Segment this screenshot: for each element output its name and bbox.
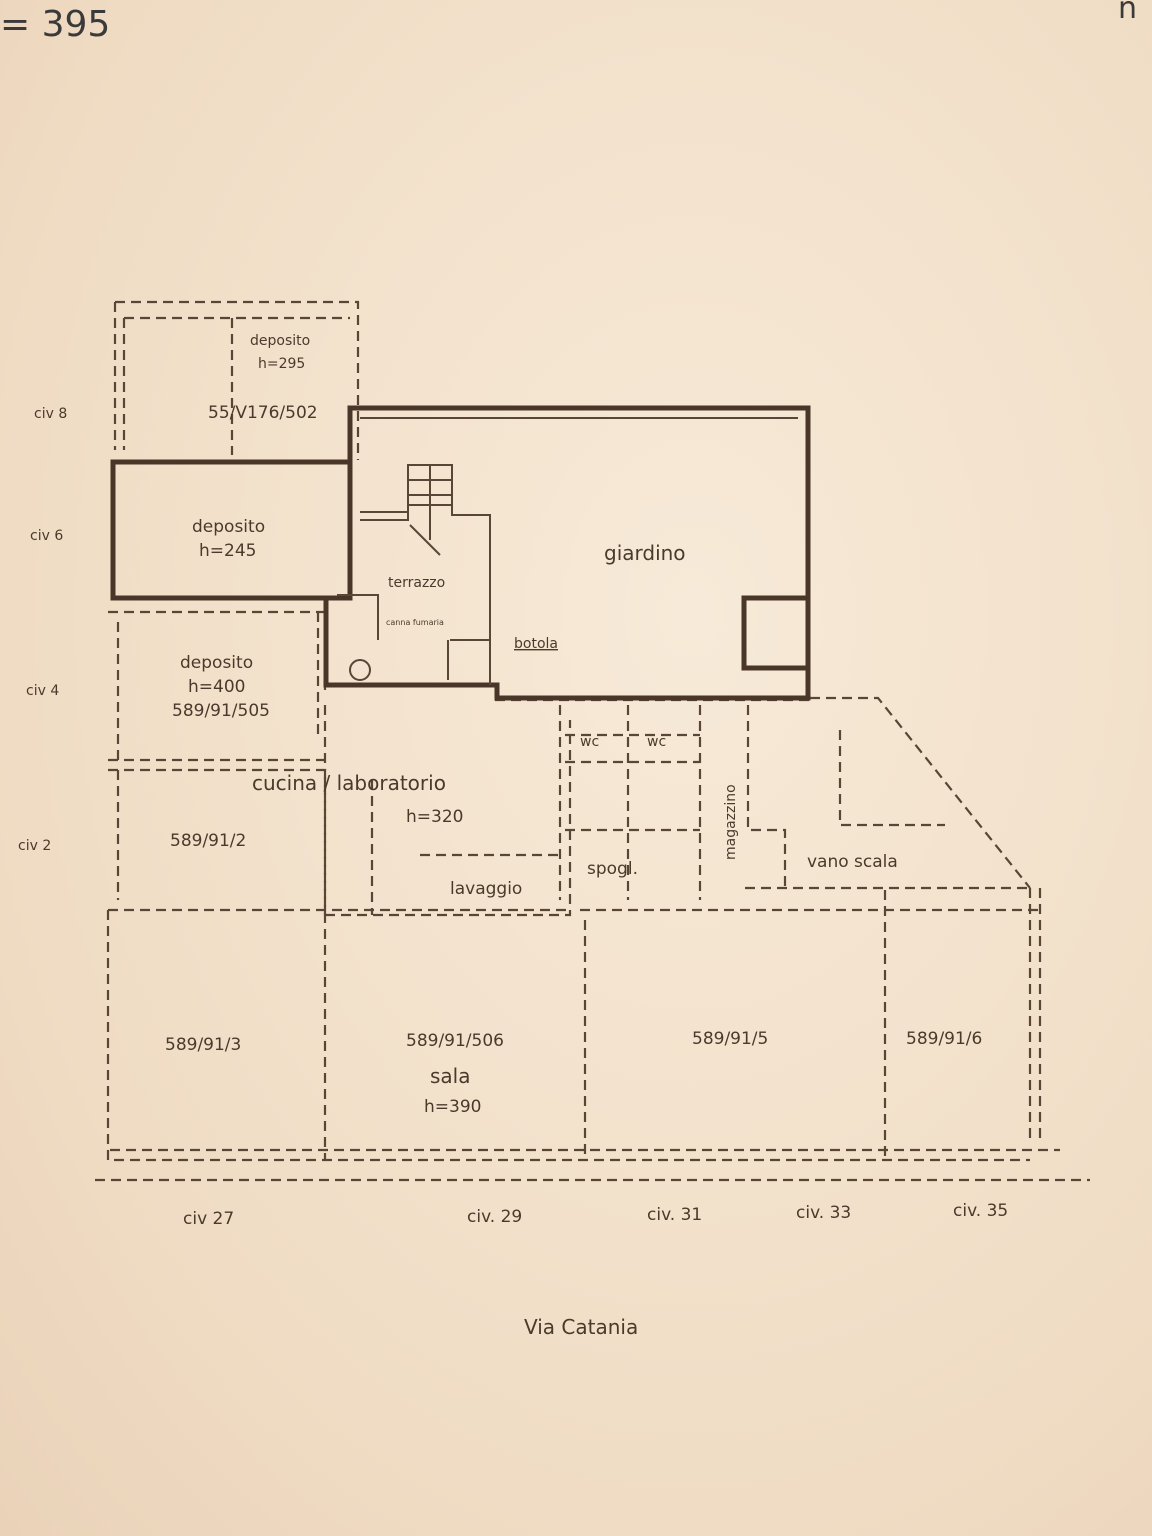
room-label: deposito	[180, 653, 253, 673]
room-label: terrazzo	[388, 575, 445, 591]
civic-number: civ 2	[18, 838, 51, 854]
room-label: wc	[647, 734, 666, 750]
parcel-number: 589/91/3	[165, 1035, 241, 1055]
room-label: cucina / laboratorio	[252, 771, 446, 795]
civic-number: civ. 35	[953, 1201, 1008, 1221]
room-height: h=400	[188, 677, 245, 697]
parcel-number: 589/91/5	[692, 1029, 768, 1049]
room-label: sala	[430, 1064, 471, 1088]
room-height: h=295	[258, 356, 305, 372]
room-label: wc	[580, 734, 599, 750]
room-label: vano scala	[807, 852, 898, 872]
room-label: botola	[514, 636, 558, 652]
dashed-outlines	[95, 300, 1090, 1182]
room-height: h=390	[424, 1097, 481, 1117]
room-label: deposito	[250, 333, 310, 349]
parcel-number: 589/91/505	[172, 701, 270, 721]
room-label: giardino	[604, 541, 686, 565]
civic-number: civ 27	[183, 1209, 234, 1229]
parcel-number: 55/V176/502	[208, 403, 318, 423]
civic-number: civ. 33	[796, 1203, 851, 1223]
room-label: canna fumaria	[386, 618, 444, 627]
parcel-number: 589/91/506	[406, 1031, 504, 1051]
room-height: h=320	[406, 807, 463, 827]
room-label: magazzino	[723, 784, 739, 860]
civic-number: civ 4	[26, 683, 59, 699]
room-label: spogl.	[587, 859, 638, 879]
parcel-number: 589/91/6	[906, 1029, 982, 1049]
street-name: Via Catania	[524, 1315, 638, 1339]
civic-number: civ 8	[34, 406, 67, 422]
room-label: deposito	[192, 517, 265, 537]
scale-fragment: = 395	[0, 4, 110, 45]
civic-number: civ. 31	[647, 1205, 702, 1225]
room-label: lavaggio	[450, 879, 522, 899]
walls	[110, 405, 811, 701]
room-height: h=245	[199, 541, 256, 561]
civic-number: civ 6	[30, 528, 63, 544]
parcel-number: 589/91/2	[170, 831, 246, 851]
civic-number: civ. 29	[467, 1207, 522, 1227]
corner-letter: n	[1118, 0, 1137, 26]
